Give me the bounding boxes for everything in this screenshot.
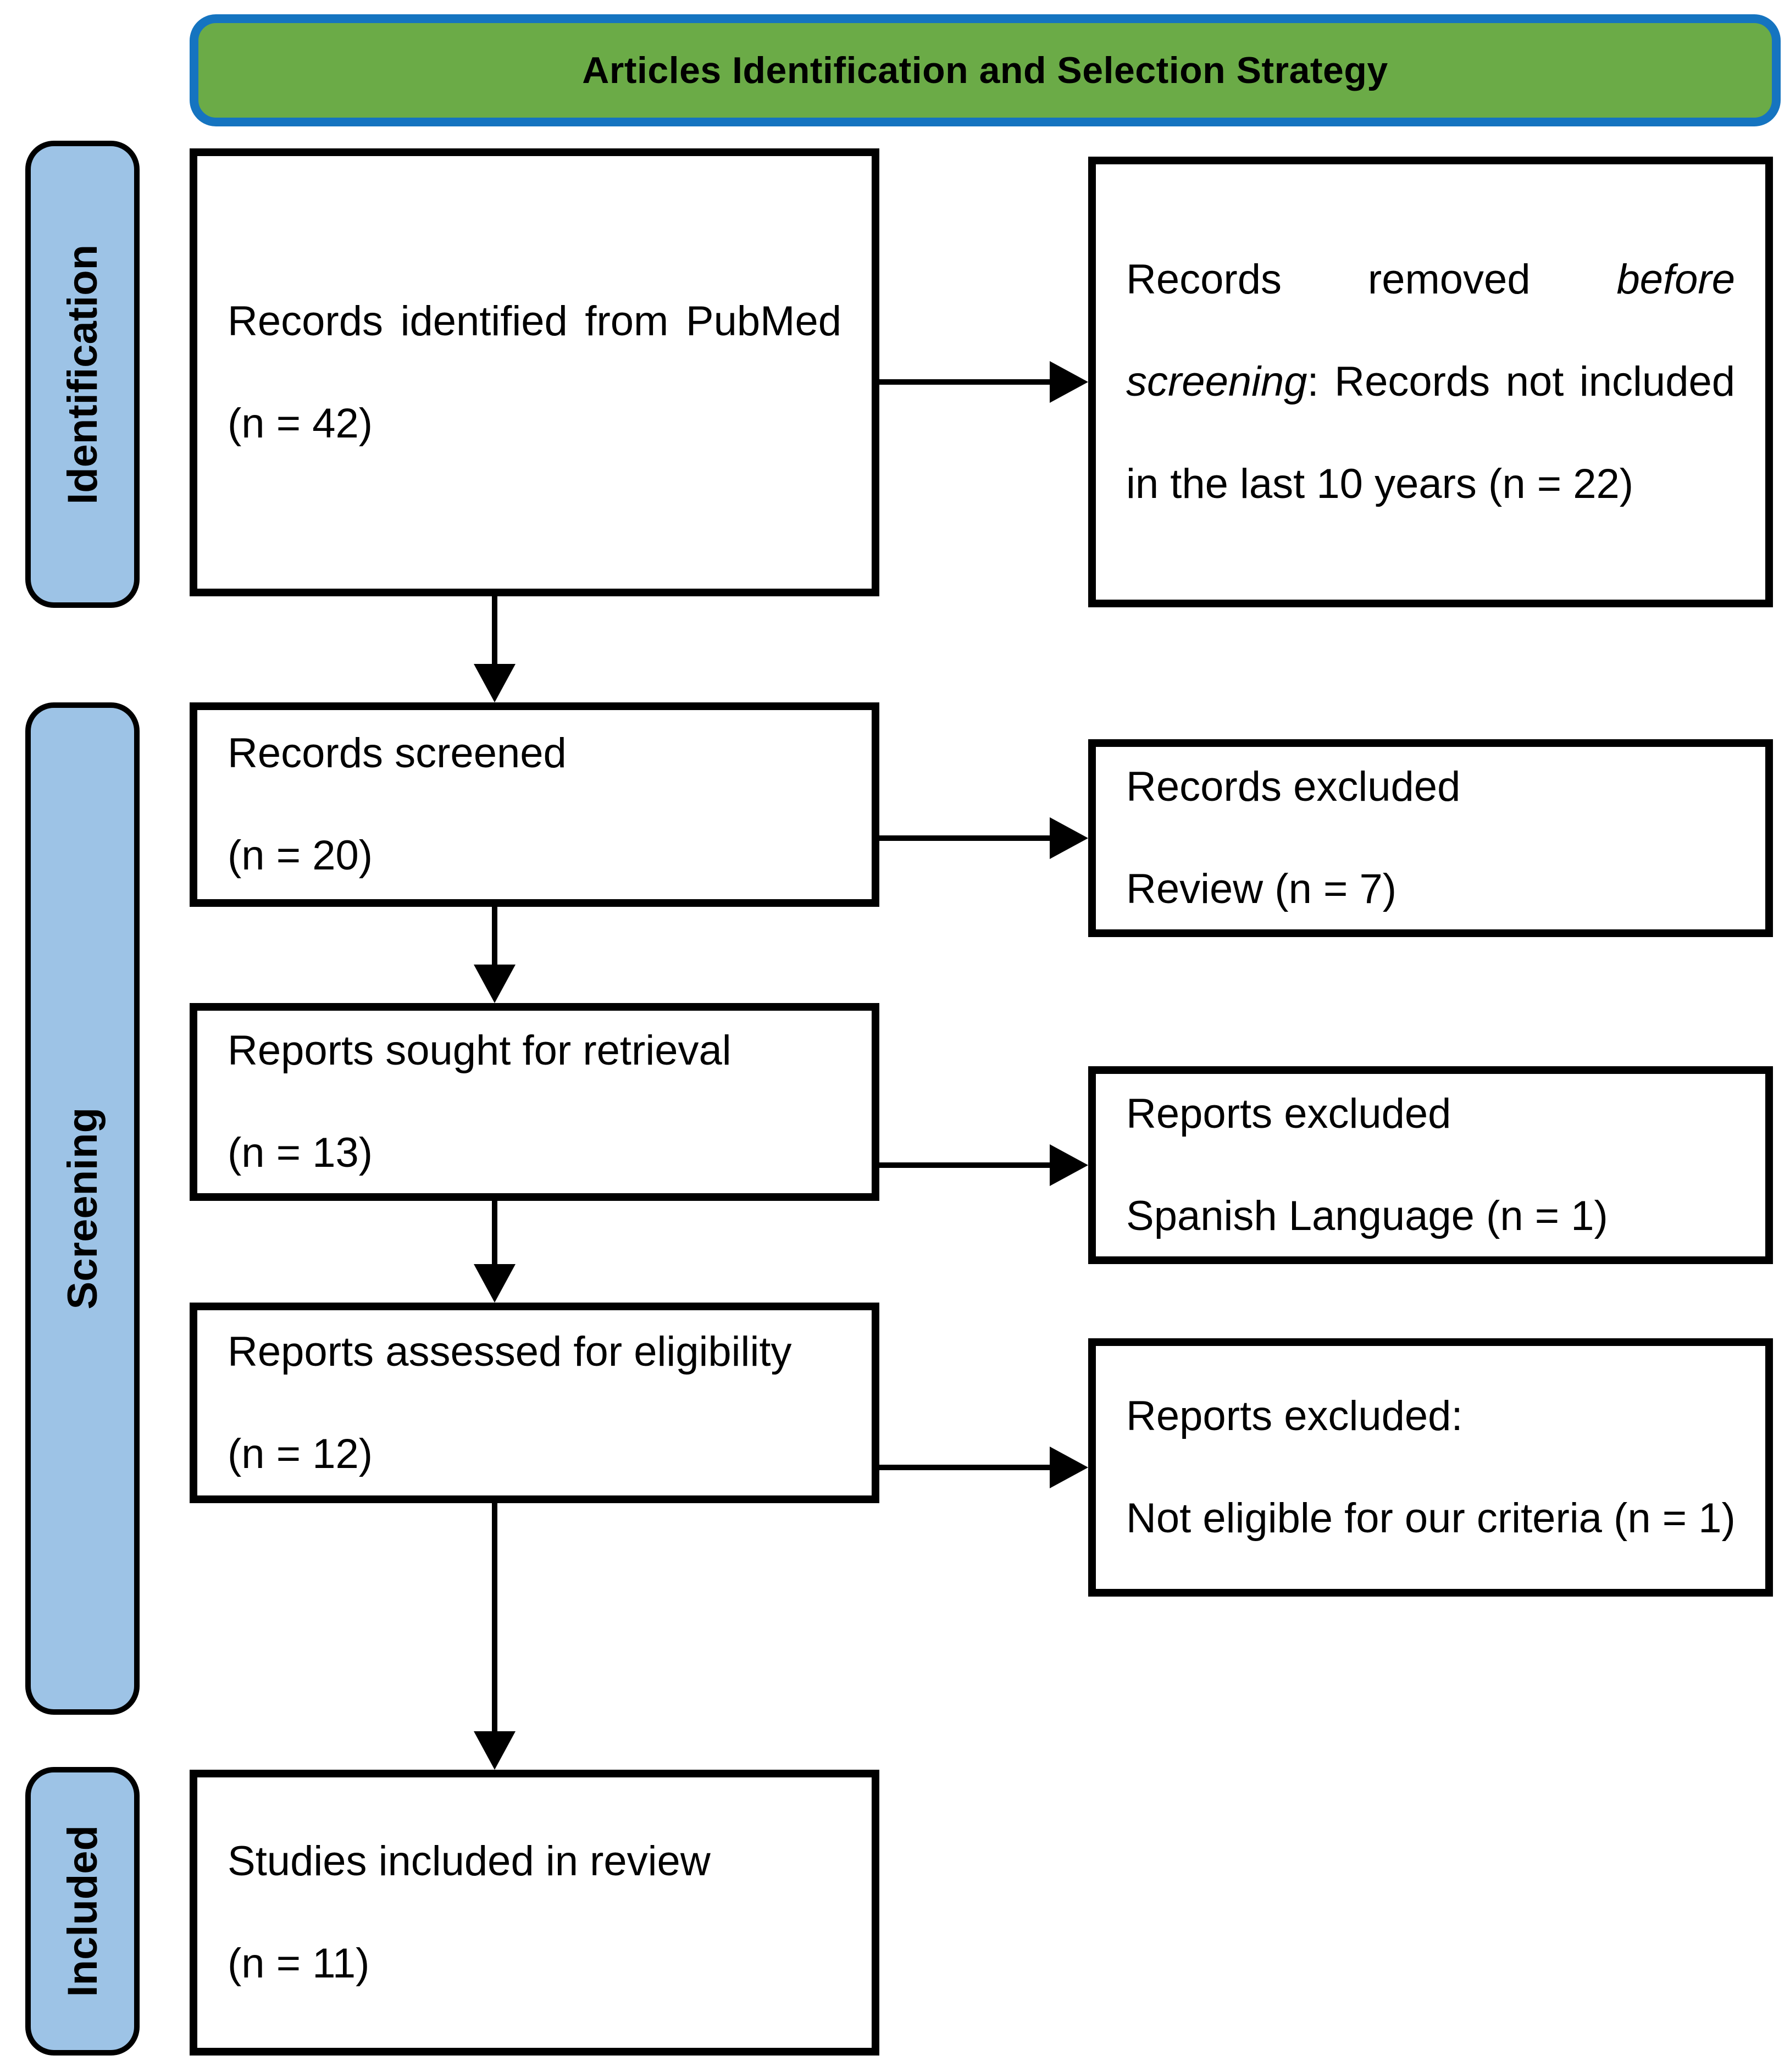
arrow-down-screened-to-sought-shaft xyxy=(492,907,497,965)
arrow-right-assessed-to-excluded-head xyxy=(1050,1447,1088,1488)
box-studies-included-line1: Studies included in review xyxy=(228,1838,711,1885)
stage-screening-label: Screening xyxy=(59,1107,106,1310)
arrow-down-assessed-to-included-head xyxy=(474,1731,516,1770)
box-records-screened: Records screened (n = 20) xyxy=(190,702,879,907)
box-records-removed: Records removed before screening: Record… xyxy=(1088,157,1773,607)
removed-line1-text: Records removed xyxy=(1126,256,1531,303)
stage-included-label: Included xyxy=(59,1825,106,1997)
box-records-identified-count: (n = 42) xyxy=(228,400,373,447)
box-records-identified: Records identified from PubMed (n = 42) xyxy=(190,148,879,596)
box-reports-sought: Reports sought for retrieval (n = 13) xyxy=(190,1003,879,1201)
arrow-down-sought-to-assessed-head xyxy=(474,1264,516,1303)
removed-line2-text: : Records not included xyxy=(1307,358,1735,405)
arrow-right-screened-to-excluded-head xyxy=(1050,817,1088,859)
box-records-removed-line3: in the last 10 years (n = 22) xyxy=(1126,461,1634,507)
box-records-removed-line2: screening: Records not included xyxy=(1126,331,1735,433)
arrow-down-sought-to-assessed-shaft xyxy=(492,1201,497,1264)
box-records-removed-line1: Records removed before xyxy=(1126,229,1735,331)
diagram-title-banner: Articles Identification and Selection St… xyxy=(190,14,1781,126)
box-studies-included-count: (n = 11) xyxy=(228,1940,370,1987)
stage-screening: Screening xyxy=(25,702,140,1715)
box-reports-excluded-criteria-line1: Reports excluded: xyxy=(1126,1393,1463,1439)
arrow-down-identified-to-screened-head xyxy=(474,664,516,702)
arrow-right-sought-to-excluded-head xyxy=(1050,1144,1088,1186)
box-reports-excluded-language-line2: Spanish Language (n = 1) xyxy=(1126,1193,1608,1239)
stage-identification-label: Identification xyxy=(59,244,106,505)
box-reports-assessed: Reports assessed for eligibility (n = 12… xyxy=(190,1303,879,1503)
arrow-down-screened-to-sought-head xyxy=(474,965,516,1003)
box-reports-excluded-language: Reports excluded Spanish Language (n = 1… xyxy=(1088,1066,1773,1264)
arrow-right-assessed-to-excluded-shaft xyxy=(879,1465,1050,1470)
box-records-excluded-review: Records excluded Review (n = 7) xyxy=(1088,739,1773,937)
box-records-excluded-review-line1: Records excluded xyxy=(1126,763,1461,810)
box-reports-excluded-criteria: Reports excluded: Not eligible for our c… xyxy=(1088,1338,1773,1597)
box-reports-excluded-criteria-line2: Not eligible for our criteria (n = 1) xyxy=(1126,1495,1736,1542)
arrow-down-identified-to-screened-shaft xyxy=(492,596,497,664)
box-reports-excluded-language-line1: Reports excluded xyxy=(1126,1090,1451,1137)
arrow-down-assessed-to-included-shaft xyxy=(492,1503,497,1731)
box-records-identified-line1: Records identified from PubMed xyxy=(228,297,841,345)
arrow-right-identified-to-removed-head xyxy=(1050,361,1088,403)
box-records-screened-count: (n = 20) xyxy=(228,832,373,879)
diagram-title: Articles Identification and Selection St… xyxy=(582,49,1388,91)
removed-line1-italic: before xyxy=(1616,256,1736,303)
removed-line2-italic: screening xyxy=(1126,358,1307,405)
box-reports-sought-count: (n = 13) xyxy=(228,1129,373,1176)
box-reports-assessed-line1: Reports assessed for eligibility xyxy=(228,1328,792,1375)
stage-identification: Identification xyxy=(25,141,140,608)
stage-included: Included xyxy=(25,1767,140,2056)
arrow-right-identified-to-removed-shaft xyxy=(879,379,1050,385)
box-studies-included: Studies included in review (n = 11) xyxy=(190,1770,879,2056)
arrow-right-screened-to-excluded-shaft xyxy=(879,835,1050,841)
box-records-excluded-review-line2: Review (n = 7) xyxy=(1126,866,1397,912)
box-reports-sought-line1: Reports sought for retrieval xyxy=(228,1027,731,1074)
box-reports-assessed-count: (n = 12) xyxy=(228,1430,373,1477)
arrow-right-sought-to-excluded-shaft xyxy=(879,1162,1050,1168)
box-records-screened-line1: Records screened xyxy=(228,730,567,777)
